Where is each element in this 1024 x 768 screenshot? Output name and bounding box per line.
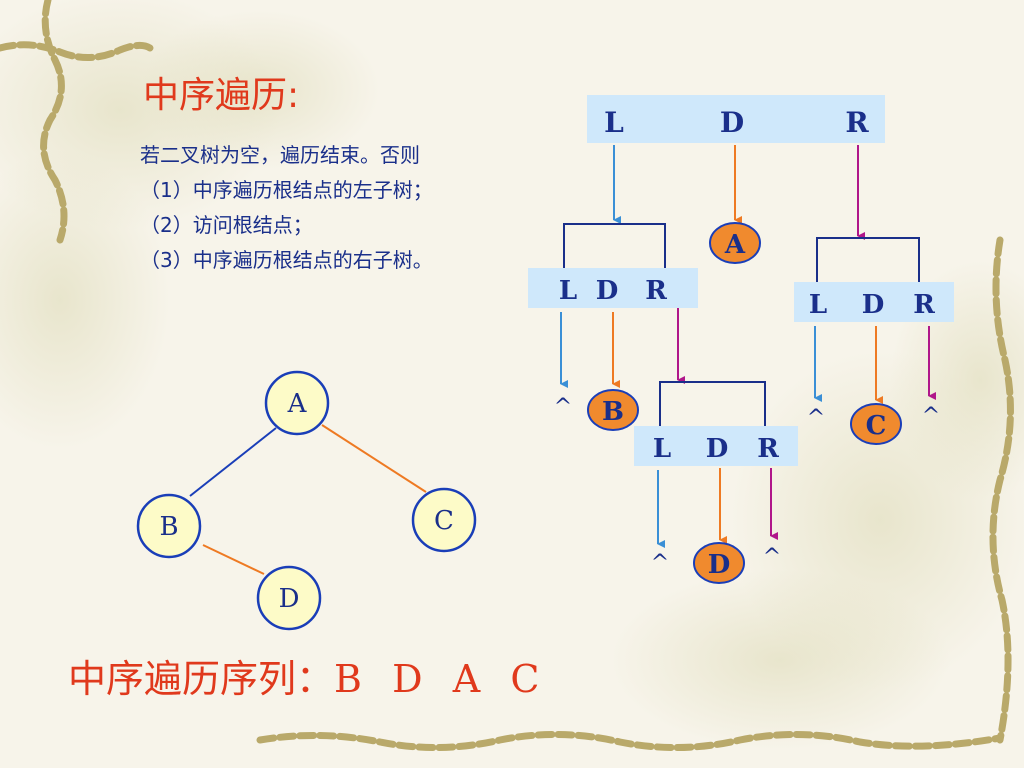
null-symbol: ^	[554, 395, 572, 420]
visit-node-label: B	[602, 397, 624, 427]
ldr-label-r: R	[757, 434, 779, 464]
bracket-d-subtree	[659, 381, 766, 428]
ldr-label-r: R	[845, 106, 869, 139]
visit-node-label: A	[724, 230, 746, 260]
ldr-label-l: L	[604, 106, 624, 139]
visit-node-a	[709, 222, 761, 264]
visit-node-d	[693, 542, 745, 584]
null-symbol: ^	[763, 545, 781, 570]
ldr-label-l: L	[809, 290, 827, 320]
ldr-label-d: D	[596, 276, 619, 306]
description-text: 若二叉树为空，遍历结束。否则 （1）中序遍历根结点的左子树； （2）访问根结点；…	[140, 138, 433, 278]
ldr-label-r: R	[645, 276, 667, 306]
null-symbol: ^	[651, 551, 669, 576]
tree-node-b: B	[136, 493, 202, 559]
tree-node-a: A	[264, 370, 330, 436]
edge-a-b	[189, 427, 277, 497]
tree-node-label: B	[159, 512, 178, 542]
tree-node-label: D	[279, 584, 300, 614]
ldr-box-root	[587, 95, 885, 143]
edge-b-d	[202, 544, 265, 575]
description-line: （2）访问根结点；	[140, 213, 313, 237]
description-line: （1）中序遍历根结点的左子树；	[140, 178, 433, 202]
null-symbol: ^	[922, 404, 940, 429]
ldr-label-d: D	[720, 106, 744, 139]
ldr-label-d: D	[706, 434, 729, 464]
ldr-box-c	[794, 282, 954, 322]
bracket-right-subtree	[816, 237, 920, 284]
bracket-left-subtree	[563, 223, 666, 272]
tree-node-c: C	[411, 487, 477, 553]
ldr-label-d: D	[862, 290, 885, 320]
ldr-box-d	[634, 426, 798, 466]
ldr-label-l: L	[559, 276, 577, 306]
tree-node-d: D	[256, 565, 322, 631]
ldr-label-l: L	[653, 434, 671, 464]
description-line: （3）中序遍历根结点的右子树。	[140, 248, 433, 272]
description-line: 若二叉树为空，遍历结束。否则	[140, 143, 420, 167]
null-symbol: ^	[807, 406, 825, 431]
visit-node-label: C	[866, 411, 887, 441]
traversal-sequence: 中序遍历序列：B D A C	[68, 648, 541, 703]
ldr-box-b	[528, 268, 698, 308]
sequence-label: 中序遍历序列：	[68, 657, 335, 701]
visit-node-c	[850, 403, 902, 445]
slide-title: 中序遍历:	[143, 75, 300, 116]
tree-node-label: A	[287, 389, 308, 419]
sequence-value: B D A C	[334, 657, 542, 701]
visit-node-label: D	[708, 550, 731, 580]
ldr-label-r: R	[913, 290, 935, 320]
tree-node-label: C	[434, 506, 454, 536]
visit-node-b	[587, 389, 639, 431]
edge-a-c	[321, 424, 427, 493]
